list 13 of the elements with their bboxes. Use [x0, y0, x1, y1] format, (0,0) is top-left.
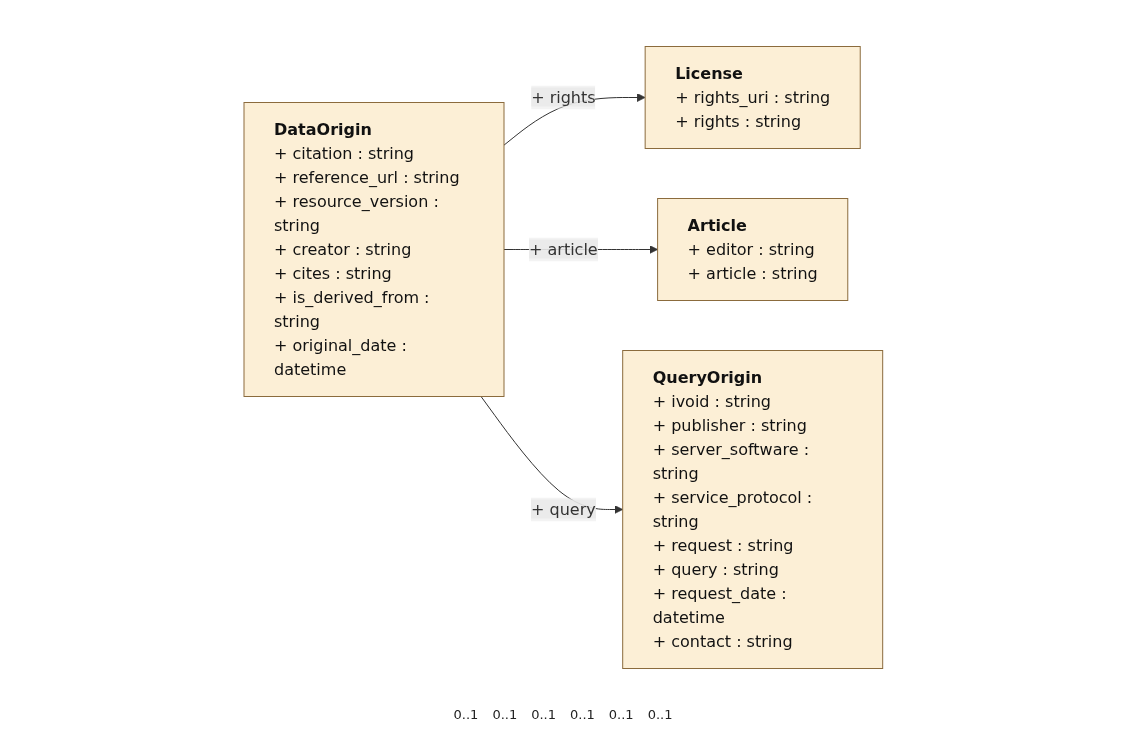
multiplicity-label: 0..1	[531, 707, 556, 722]
node-box: QueryOrigin + ivoid : string + publisher : string + server_software : string + service_protocol : string + request : string + query : string + request_date : datetime + contact : string	[621, 350, 883, 669]
edge-label: + article	[528, 239, 598, 259]
edge-label: + rights	[530, 87, 596, 107]
multiplicity-label: 0..1	[492, 707, 518, 722]
multiplicity-label: 0..1	[570, 707, 595, 722]
node-box: Article + editor : string + article : string	[656, 198, 848, 301]
node-box: DataOrigin + citation : string + reference_url : string + resource_version : string + creator : string + cites : string + is_derived_from : string + original_date : datetime	[243, 102, 505, 397]
multiplicity-label: 0..1	[647, 707, 673, 722]
node-box: License + rights_uri : string + rights : string	[644, 46, 861, 149]
multiplicity-label: 0..1	[608, 707, 634, 722]
edge-label: + query	[530, 499, 596, 519]
multiplicity-label: 0..1	[453, 707, 479, 722]
